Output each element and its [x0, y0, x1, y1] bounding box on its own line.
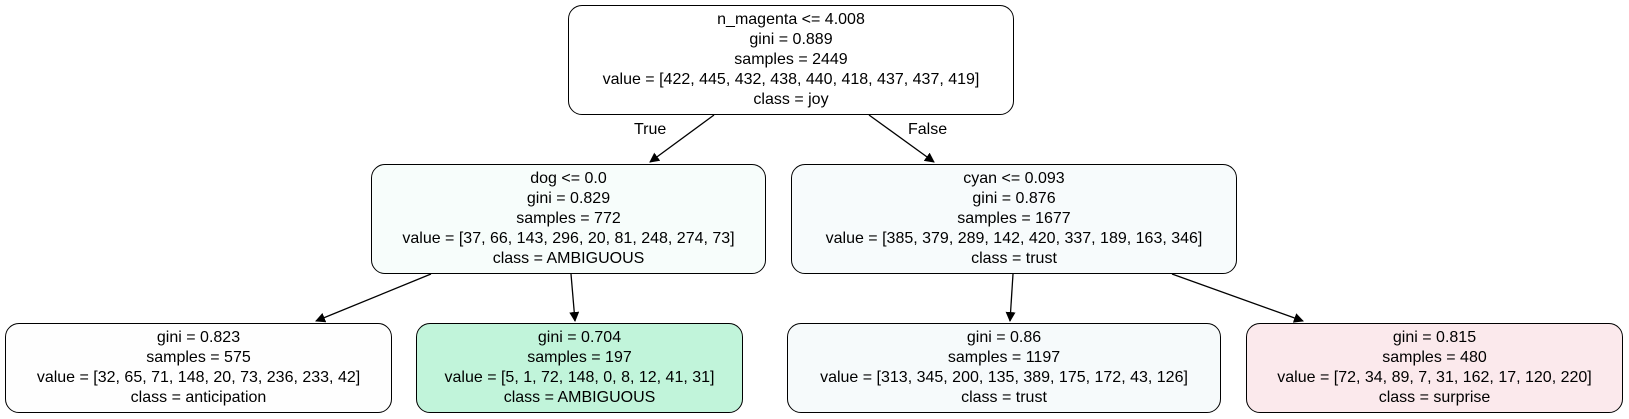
root-node: n_magenta <= 4.008 gini = 0.889 samples … [568, 5, 1014, 115]
node-value: value = [313, 345, 200, 135, 389, 175, 1… [820, 369, 1188, 386]
edge-dog-to-anticipation [315, 273, 432, 323]
node-class: class = surprise [1378, 389, 1491, 406]
node-gini: gini = 0.823 [156, 329, 241, 346]
node-split-condition: cyan <= 0.093 [963, 170, 1065, 187]
false-edge-label: False [908, 121, 948, 138]
node-value: value = [422, 445, 432, 438, 440, 418, 4… [602, 71, 980, 88]
node-gini: gini = 0.876 [972, 190, 1056, 207]
node-gini: gini = 0.829 [526, 190, 611, 207]
node-gini: gini = 0.815 [1392, 329, 1477, 346]
node-samples: samples = 1677 [957, 210, 1071, 227]
cyan-split-node: cyan <= 0.093 gini = 0.876 samples = 167… [791, 164, 1237, 274]
edge-cyan-to-surprise [1171, 273, 1304, 323]
dog-split-node: dog <= 0.0 gini = 0.829 samples = 772 va… [371, 164, 766, 274]
node-split-condition: n_magenta <= 4.008 [717, 11, 865, 28]
node-gini: gini = 0.86 [966, 329, 1042, 346]
edge-dog-to-ambiguous [569, 273, 580, 322]
leaf-node-surprise: gini = 0.815 samples = 480 value = [72, … [1246, 323, 1623, 413]
node-value: value = [37, 66, 143, 296, 20, 81, 248, … [402, 230, 735, 247]
edge-root-to-dog [649, 114, 715, 163]
node-samples: samples = 1197 [947, 349, 1061, 366]
node-class: class = AMBIGUOUS [503, 389, 656, 406]
node-samples: samples = 2449 [734, 51, 848, 68]
node-class: class = joy [753, 91, 829, 108]
node-value: value = [72, 34, 89, 7, 31, 162, 17, 120… [1277, 369, 1592, 386]
leaf-node-trust: gini = 0.86 samples = 1197 value = [313,… [787, 323, 1221, 413]
node-class: class = anticipation [130, 389, 267, 406]
edge-root-to-cyan [868, 114, 935, 163]
leaf-node-ambiguous: gini = 0.704 samples = 197 value = [5, 1… [416, 323, 743, 413]
node-samples: samples = 772 [516, 210, 621, 227]
node-class: class = trust [971, 250, 1057, 267]
edge-cyan-to-trust [1005, 273, 1016, 322]
node-samples: samples = 197 [527, 349, 632, 366]
leaf-node-anticipation: gini = 0.823 samples = 575 value = [32, … [5, 323, 392, 413]
node-value: value = [32, 65, 71, 148, 20, 73, 236, 2… [36, 369, 361, 386]
true-edge-label: True [634, 121, 667, 138]
node-class: class = trust [961, 389, 1047, 406]
node-gini: gini = 0.704 [537, 329, 622, 346]
node-value: value = [5, 1, 72, 148, 0, 8, 12, 41, 31… [444, 369, 715, 386]
node-samples: samples = 480 [1382, 349, 1487, 366]
node-samples: samples = 575 [146, 349, 251, 366]
node-value: value = [385, 379, 289, 142, 420, 337, 1… [825, 230, 1203, 247]
node-gini: gini = 0.889 [749, 31, 833, 48]
node-class: class = AMBIGUOUS [492, 250, 645, 267]
node-split-condition: dog <= 0.0 [530, 170, 607, 187]
